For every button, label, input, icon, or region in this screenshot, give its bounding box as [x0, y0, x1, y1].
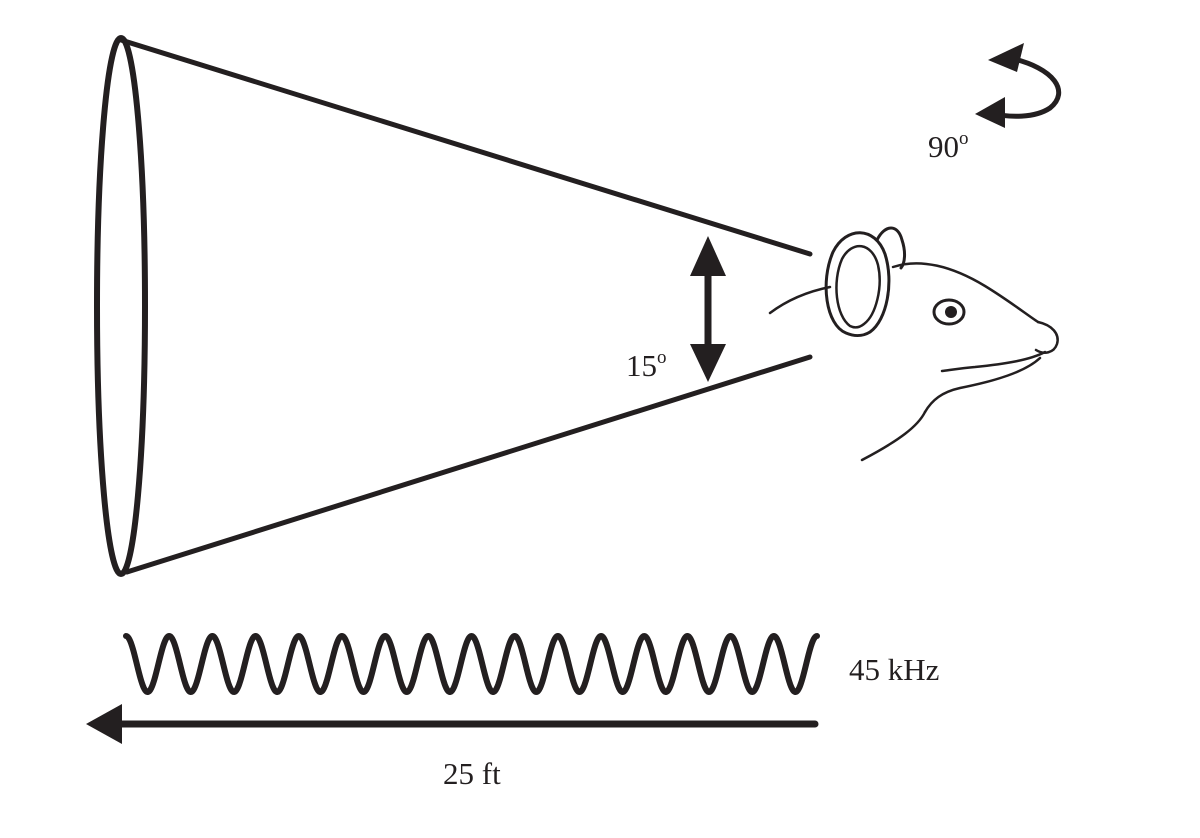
vertical-angle-label: 15o — [626, 347, 667, 383]
front-ear-inner — [835, 244, 881, 329]
rotation-label: 90o — [928, 128, 969, 164]
sound-cone — [94, 35, 813, 577]
front-ear-outer — [824, 231, 891, 337]
cone-upper-edge — [118, 37, 813, 257]
cone-opening — [94, 35, 148, 577]
throat — [860, 410, 927, 462]
back-ear — [875, 226, 906, 270]
bat-head-icon — [768, 226, 1059, 462]
jaw — [923, 356, 1042, 414]
left-arrow-icon — [86, 704, 819, 744]
distance-label: 25 ft — [443, 756, 501, 791]
eye — [932, 298, 966, 326]
vertical-double-arrow-icon — [690, 236, 726, 382]
head-top — [891, 262, 1040, 324]
curved-double-arrow-icon — [975, 43, 1062, 128]
head-back — [768, 285, 832, 315]
mouth — [940, 350, 1047, 373]
cone-lower-edge — [124, 354, 813, 575]
frequency-label: 45 kHz — [849, 652, 939, 687]
nose — [1034, 320, 1059, 354]
sound-wave — [123, 633, 820, 695]
pupil — [945, 306, 957, 318]
